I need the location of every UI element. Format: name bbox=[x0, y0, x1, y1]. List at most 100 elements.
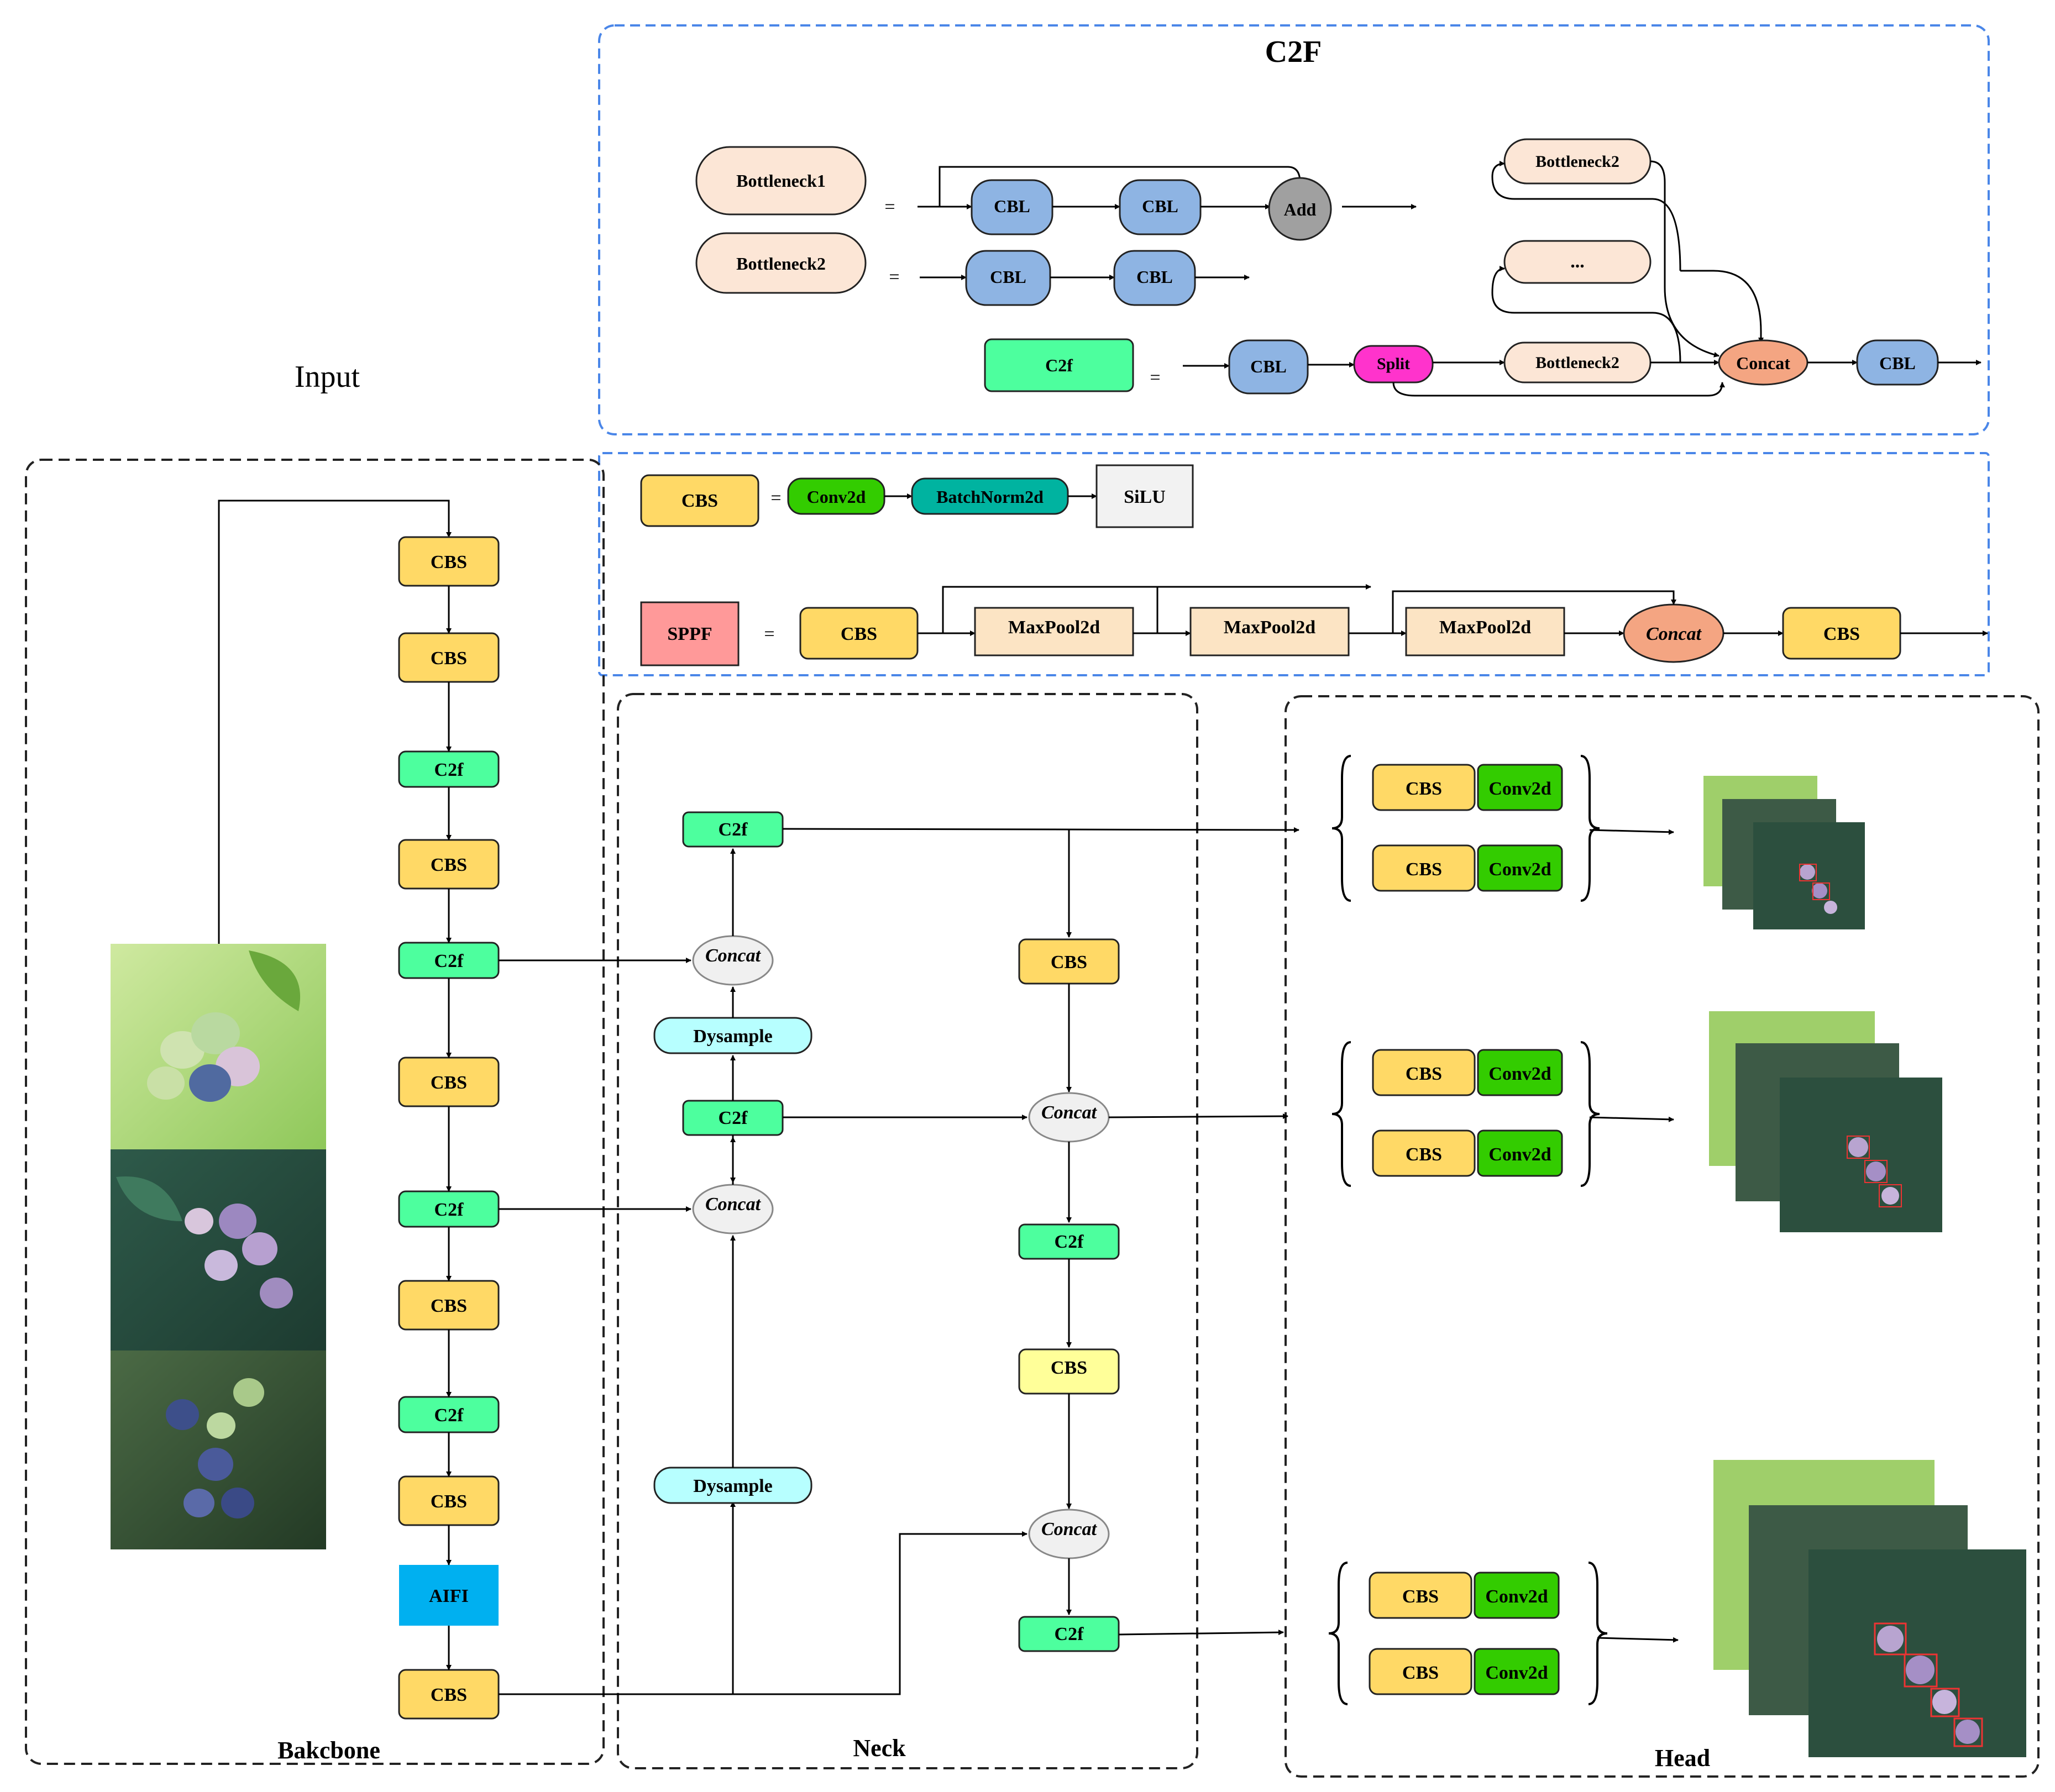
maxpool2d-node bbox=[974, 607, 1134, 656]
head-conv2d-node bbox=[1474, 1572, 1560, 1619]
c2f-node bbox=[984, 338, 1134, 392]
output-image-stack-2 bbox=[1709, 1011, 1942, 1232]
equals-sign: = bbox=[889, 267, 899, 287]
ellipsis-label: ... bbox=[1570, 251, 1585, 272]
cbs-label: CBS bbox=[841, 624, 877, 644]
head-cbs-node bbox=[1372, 1129, 1476, 1177]
head-cbs-label: CBS bbox=[1402, 1663, 1439, 1683]
neck-c2f-label: C2f bbox=[719, 1108, 748, 1128]
sppf-def-label: SPPF bbox=[667, 624, 712, 644]
head-conv2d-node bbox=[1477, 764, 1563, 811]
backbone-block-label: CBS bbox=[431, 648, 467, 669]
add-label: Add bbox=[1284, 199, 1317, 219]
head-conv2d-label: Conv2d bbox=[1488, 1144, 1551, 1165]
head-conv2d-label: Conv2d bbox=[1485, 1586, 1548, 1607]
bottleneck2-label: Bottleneck2 bbox=[1535, 153, 1619, 171]
maxpool2d-label: MaxPool2d bbox=[1008, 617, 1100, 638]
neck-c2f-label: C2f bbox=[1055, 1624, 1084, 1644]
left-brace bbox=[1331, 755, 1351, 902]
output-image-stack-3 bbox=[1713, 1460, 2026, 1757]
cbs-def-label: CBS bbox=[681, 491, 718, 511]
cbs-def-node bbox=[640, 474, 759, 527]
conv2d-label: Conv2d bbox=[807, 487, 866, 507]
input-label: Input bbox=[295, 360, 360, 394]
backbone-block-label: C2f bbox=[434, 951, 464, 971]
backbone-block-11 bbox=[399, 1565, 499, 1626]
output-image-stack-1 bbox=[1703, 776, 1865, 929]
bottleneck1-label: Bottleneck1 bbox=[736, 171, 826, 191]
equals-sign: = bbox=[884, 197, 895, 217]
right-brace bbox=[1580, 1041, 1600, 1187]
neck-dysample-label: Dysample bbox=[693, 1476, 773, 1496]
head-conv2d-node bbox=[1477, 1049, 1563, 1096]
bottleneck2-label: Bottleneck2 bbox=[1535, 354, 1619, 372]
cbl-label: CBL bbox=[1879, 353, 1916, 373]
modules-panel-frame bbox=[598, 452, 1990, 676]
residual-arrow bbox=[939, 166, 1303, 207]
bottleneck2-label: Bottleneck2 bbox=[736, 254, 826, 274]
cbl-label: CBL bbox=[990, 267, 1026, 287]
backbone-title: Bakcbone bbox=[277, 1737, 380, 1764]
head-conv2d-node bbox=[1474, 1648, 1560, 1695]
add-node bbox=[1268, 177, 1332, 241]
batchnorm2d-label: BatchNorm2d bbox=[936, 487, 1044, 507]
head-conv2d-label: Conv2d bbox=[1488, 859, 1551, 880]
head-cbs-node bbox=[1372, 1049, 1476, 1096]
head-conv2d-label: Conv2d bbox=[1488, 779, 1551, 799]
concat-label: Concat bbox=[1736, 353, 1790, 373]
head-cbs-node bbox=[1369, 1648, 1472, 1695]
right-brace bbox=[1580, 755, 1600, 902]
head-cbs-label: CBS bbox=[1406, 1064, 1442, 1084]
head-frame bbox=[1285, 695, 2040, 1778]
neck-concat-label: Concat bbox=[1041, 1519, 1098, 1539]
head-cbs-label: CBS bbox=[1406, 1144, 1442, 1165]
ellipsis-node bbox=[1503, 240, 1652, 284]
maxpool2d-label: MaxPool2d bbox=[1224, 617, 1315, 638]
head-cbs-label: CBS bbox=[1406, 859, 1442, 880]
backbone-block-label: CBS bbox=[431, 855, 467, 875]
split-label: Split bbox=[1377, 355, 1410, 373]
neck-concat-label: Concat bbox=[705, 945, 762, 966]
backbone-block-label: CBS bbox=[431, 1491, 467, 1512]
left-brace bbox=[1328, 1562, 1348, 1705]
head-conv2d-node bbox=[1477, 1129, 1563, 1177]
neck-frame bbox=[617, 693, 1198, 1769]
maxpool2d-label: MaxPool2d bbox=[1439, 617, 1531, 638]
head-title: Head bbox=[1655, 1744, 1710, 1772]
neck-c2f-label: C2f bbox=[1055, 1232, 1084, 1252]
backbone-block-label: C2f bbox=[434, 1200, 464, 1220]
neck-c2f-label: C2f bbox=[719, 819, 748, 840]
neck-concat-label: Concat bbox=[705, 1194, 762, 1215]
head-cbs-node bbox=[1372, 844, 1476, 892]
backbone-block-label: CBS bbox=[431, 1685, 467, 1705]
backbone-block-label: C2f bbox=[434, 760, 464, 780]
silu-node bbox=[1095, 464, 1194, 528]
head-cbs-label: CBS bbox=[1402, 1586, 1439, 1607]
neck-title: Neck bbox=[853, 1735, 906, 1762]
c2f-label: C2f bbox=[1045, 355, 1073, 375]
c2f-panel-frame bbox=[598, 24, 1990, 435]
left-brace bbox=[1331, 1041, 1351, 1187]
backbone-block-label: C2f bbox=[434, 1405, 464, 1426]
cbs-label: CBS bbox=[1823, 624, 1860, 644]
equals-sign: = bbox=[1150, 367, 1160, 388]
silu-label: SiLU bbox=[1124, 487, 1166, 507]
backbone-frame bbox=[25, 459, 605, 1765]
head-cbs-label: CBS bbox=[1406, 779, 1442, 799]
input-image-stack bbox=[111, 944, 326, 1549]
backbone-block-label: CBS bbox=[431, 1296, 467, 1316]
backbone-block-label: CBS bbox=[431, 1073, 467, 1093]
head-conv2d-node bbox=[1477, 844, 1563, 892]
concat-label: Concat bbox=[1646, 624, 1702, 644]
cbl-label: CBL bbox=[1250, 356, 1287, 376]
sppf-def-node bbox=[640, 601, 740, 666]
right-brace bbox=[1588, 1562, 1608, 1705]
cbl-node bbox=[1228, 339, 1309, 395]
head-cbs-node bbox=[1369, 1572, 1472, 1619]
equals-sign: = bbox=[764, 624, 774, 644]
